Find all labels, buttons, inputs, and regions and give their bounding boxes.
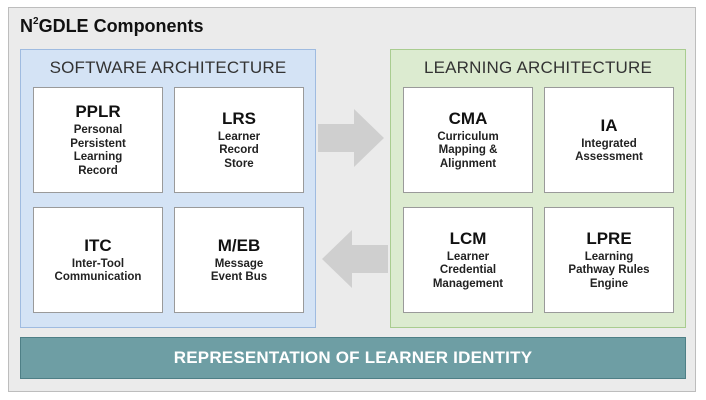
title-main: N [20, 16, 33, 36]
pplr-desc: Personal Persistent Learning Record [70, 124, 126, 177]
diagram-title: N2GDLE Components [20, 16, 204, 37]
lrs-desc: Learner Record Store [217, 130, 261, 170]
cma-abbr: CMA [448, 108, 488, 128]
ia-desc: Integrated Assessment [575, 137, 643, 164]
pplr-card: PPLR Personal Persistent Learning Record [33, 87, 163, 193]
meb-desc: Message Event Bus [210, 257, 268, 284]
lpre-card: LPRE Learning Pathway Rules Engine [544, 207, 674, 313]
software-architecture-panel: SOFTWARE ARCHITECTURE PPLR Personal Pers… [20, 49, 316, 328]
lrs-abbr: LRS [222, 108, 256, 128]
lcm-desc: Learner Credential Management [432, 250, 504, 290]
lcm-abbr: LCM [449, 228, 487, 248]
cma-desc: Curriculum Mapping & Alignment [437, 130, 499, 170]
lpre-abbr: LPRE [586, 228, 632, 248]
lrs-card: LRS Learner Record Store [174, 87, 304, 193]
left-arrow-icon [322, 230, 388, 288]
lpre-desc: Learning Pathway Rules Engine [568, 250, 650, 290]
title-superscript: 2 [33, 16, 39, 27]
software-architecture-header: SOFTWARE ARCHITECTURE [49, 58, 287, 77]
cma-card: CMA Curriculum Mapping & Alignment [403, 87, 533, 193]
meb-card: M/EB Message Event Bus [174, 207, 304, 313]
meb-abbr: M/EB [217, 235, 261, 255]
right-arrow-icon [318, 109, 384, 167]
title-rest: GDLE Components [38, 16, 204, 36]
lcm-card: LCM Learner Credential Management [403, 207, 533, 313]
itc-abbr: ITC [84, 235, 112, 255]
learning-architecture-header: LEARNING ARCHITECTURE [423, 58, 653, 77]
learning-architecture-panel: LEARNING ARCHITECTURE CMA Curriculum Map… [390, 49, 686, 328]
pplr-abbr: PPLR [75, 102, 121, 121]
ia-card: IA Integrated Assessment [544, 87, 674, 193]
learner-identity-bar: REPRESENTATION OF LEARNER IDENTITY [20, 337, 686, 379]
itc-card: ITC Inter-Tool Communication [33, 207, 163, 313]
itc-desc: Inter-Tool Communication [54, 257, 142, 284]
ia-abbr: IA [600, 115, 618, 135]
